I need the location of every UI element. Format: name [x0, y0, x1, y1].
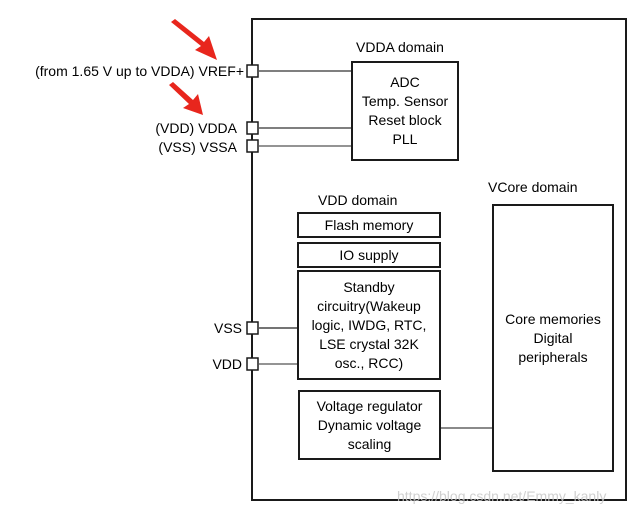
regulator-line: scaling	[347, 435, 392, 452]
vssa-label: (VSS) VSSA	[158, 139, 237, 155]
core-line: peripherals	[518, 348, 588, 365]
analog-item: Reset block	[368, 112, 442, 128]
vdda-label: (VDD) VDDA	[155, 120, 237, 136]
core-line: Core memories	[505, 310, 601, 327]
vdda-domain-title: VDDA domain	[356, 39, 444, 55]
chip-boundary	[251, 18, 627, 501]
vdd-pin	[246, 357, 259, 371]
standby-line: Standby	[343, 278, 395, 295]
analog-block: ADC Temp. Sensor Reset block PLL	[351, 61, 459, 161]
voltage-regulator-block: Voltage regulator Dynamic voltage scalin…	[298, 390, 441, 460]
core-line: Digital	[533, 329, 573, 346]
vss-pin	[246, 321, 259, 335]
vref-pin	[246, 64, 259, 78]
vref-label: (from 1.65 V up to VDDA) VREF+	[35, 63, 244, 79]
standby-line: LSE crystal 32K	[319, 335, 419, 352]
core-block: Core memories Digital peripherals	[492, 204, 614, 472]
vdd-domain-title: VDD domain	[318, 192, 398, 208]
analog-item: Temp. Sensor	[361, 93, 449, 109]
regulator-line: Voltage regulator	[316, 397, 423, 414]
arrow-to-vref	[171, 19, 217, 60]
vdd-label: VDD	[212, 356, 242, 372]
standby-line: logic, IWDG, RTC,	[311, 316, 427, 333]
io-supply-label: IO supply	[339, 246, 399, 263]
flash-memory-block: Flash memory	[297, 212, 441, 238]
watermark: https://blog.csdn.net/Emmy_kanly	[397, 488, 607, 504]
regulator-line: Dynamic voltage	[317, 416, 422, 433]
vdda-pin	[246, 121, 259, 135]
arrow-to-vdda	[169, 82, 203, 115]
vcore-domain-title: VCore domain	[488, 179, 578, 195]
io-supply-block: IO supply	[297, 242, 441, 268]
flash-memory-label: Flash memory	[324, 216, 414, 233]
analog-item: PLL	[392, 131, 418, 147]
analog-item: ADC	[390, 74, 420, 90]
standby-line: circuitry(Wakeup	[317, 297, 421, 314]
standby-circuitry-block: Standby circuitry(Wakeup logic, IWDG, RT…	[297, 270, 441, 380]
vssa-pin	[246, 139, 259, 153]
standby-line: osc., RCC)	[334, 354, 404, 371]
vss-label: VSS	[213, 320, 242, 336]
